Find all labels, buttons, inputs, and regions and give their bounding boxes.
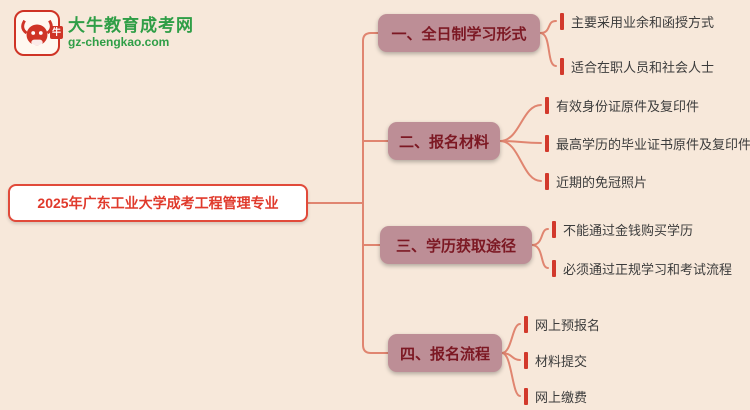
leaf-label: 适合在职人员和社会人士 bbox=[571, 59, 715, 75]
leaf-item: 最高学历的毕业证书原件及复印件 bbox=[545, 134, 750, 152]
leaf-marker bbox=[524, 315, 528, 333]
logo-seal: 牛 bbox=[50, 26, 63, 39]
logo-text: 大牛教育成考网 gz-chengkao.com bbox=[68, 16, 194, 49]
leaf-marker bbox=[560, 12, 564, 30]
site-logo[interactable]: 牛 大牛教育成考网 gz-chengkao.com bbox=[14, 10, 194, 56]
leaf-label: 主要采用业余和函授方式 bbox=[571, 14, 715, 30]
branch-registration-process: 四、报名流程 bbox=[388, 334, 502, 372]
bull-logo-icon: 牛 bbox=[14, 10, 63, 56]
leaf-label: 近期的免冠照片 bbox=[556, 174, 648, 190]
leaf-label: 最高学历的毕业证书原件及复印件 bbox=[556, 136, 750, 152]
branch-fulltime-study-mode: 一、全日制学习形式 bbox=[378, 14, 540, 52]
leaf-item: 近期的免冠照片 bbox=[545, 172, 647, 190]
leaf-item: 主要采用业余和函授方式 bbox=[560, 12, 714, 30]
leaf-item: 网上预报名 bbox=[524, 315, 600, 333]
leaf-marker bbox=[560, 57, 564, 75]
leaf-marker bbox=[524, 387, 528, 405]
site-name: 大牛教育成考网 bbox=[68, 16, 194, 36]
leaf-marker bbox=[524, 351, 528, 369]
leaf-marker bbox=[552, 220, 556, 238]
leaf-item: 材料提交 bbox=[524, 351, 587, 369]
branch-degree-acquisition: 三、学历获取途径 bbox=[380, 226, 532, 264]
leaf-item: 必须通过正规学习和考试流程 bbox=[552, 259, 732, 277]
site-domain: gz-chengkao.com bbox=[68, 34, 170, 49]
leaf-label: 有效身份证原件及复印件 bbox=[556, 98, 700, 114]
leaf-label: 材料提交 bbox=[535, 353, 588, 369]
branch-registration-materials: 二、报名材料 bbox=[388, 122, 500, 160]
leaf-marker bbox=[552, 259, 556, 277]
leaf-marker bbox=[545, 172, 549, 190]
root-topic: 2025年广东工业大学成考工程管理专业 bbox=[8, 184, 308, 222]
leaf-label: 不能通过金钱购买学历 bbox=[563, 222, 694, 238]
leaf-marker bbox=[545, 134, 549, 152]
leaf-item: 网上缴费 bbox=[524, 387, 587, 405]
leaf-item: 适合在职人员和社会人士 bbox=[560, 57, 714, 75]
leaf-marker bbox=[545, 96, 549, 114]
leaf-label: 必须通过正规学习和考试流程 bbox=[563, 261, 733, 277]
leaf-label: 网上缴费 bbox=[535, 389, 588, 405]
leaf-item: 不能通过金钱购买学历 bbox=[552, 220, 693, 238]
leaf-item: 有效身份证原件及复印件 bbox=[545, 96, 699, 114]
leaf-label: 网上预报名 bbox=[535, 317, 601, 333]
